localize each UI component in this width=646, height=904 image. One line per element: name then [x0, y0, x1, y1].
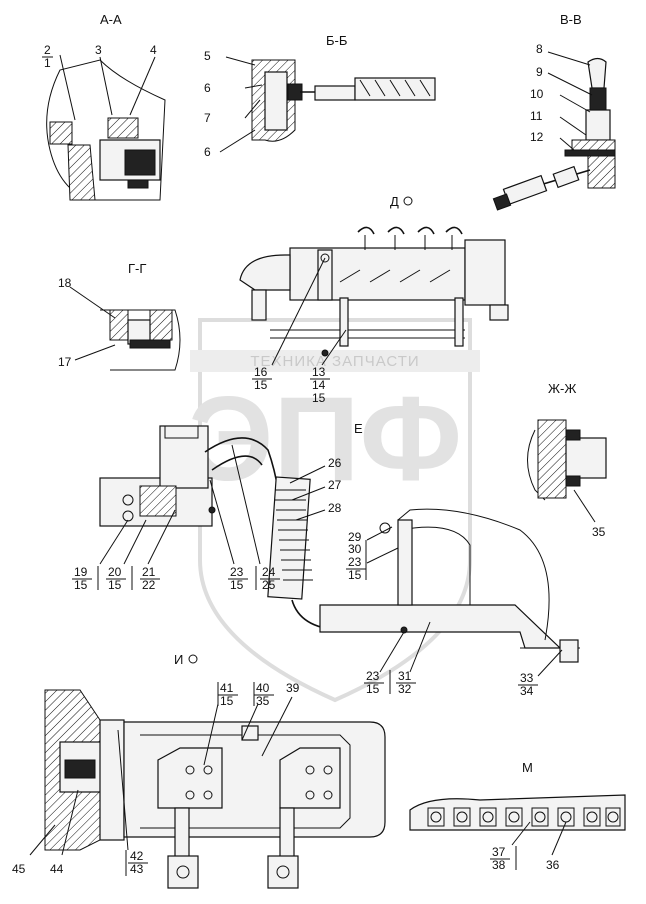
callout-16: 16	[254, 365, 268, 379]
view-title-zhzh: Ж-Ж	[548, 381, 576, 396]
callout-3: 3	[95, 43, 102, 57]
callout-42: 42	[130, 849, 144, 863]
callout-9: 9	[536, 65, 543, 79]
callout-12: 12	[530, 130, 544, 144]
callout-44: 44	[50, 862, 64, 876]
callout-25: 25	[262, 578, 276, 592]
callout-6-top: 6	[204, 81, 211, 95]
callout-17: 17	[58, 355, 72, 369]
view-vv: В-В 8 9 10 11 12	[492, 12, 616, 211]
callout-23-e1: 23	[348, 555, 362, 569]
callout-32: 32	[398, 682, 412, 696]
callout-45: 45	[12, 862, 26, 876]
callout-22: 22	[142, 578, 156, 592]
view-title-bb: Б-Б	[326, 33, 347, 48]
callout-36: 36	[546, 858, 560, 872]
view-m: М 37 38 36	[409, 760, 626, 872]
callout-15-i: 15	[220, 694, 234, 708]
callout-40: 40	[256, 681, 270, 695]
callout-41: 41	[220, 681, 234, 695]
callout-4: 4	[150, 43, 157, 57]
view-zhzh: Ж-Ж 35	[527, 381, 607, 539]
callout-14: 14	[312, 378, 326, 392]
callout-37: 37	[492, 845, 506, 859]
view-aa: А-А 2 1 3 4	[42, 12, 166, 201]
view-title-d: Д	[390, 194, 399, 209]
callout-28: 28	[328, 501, 342, 515]
view-e: Е	[72, 421, 580, 698]
view-title-gg: Г-Г	[128, 261, 146, 276]
callout-18: 18	[58, 276, 72, 290]
callout-19: 19	[74, 565, 88, 579]
callout-7: 7	[204, 111, 211, 125]
callout-1: 1	[44, 56, 51, 70]
view-title-e: Е	[354, 421, 363, 436]
callout-43: 43	[130, 862, 144, 876]
callout-31: 31	[398, 669, 412, 683]
view-title-m: М	[522, 760, 533, 775]
callout-35-i: 35	[256, 694, 270, 708]
callout-20: 20	[108, 565, 122, 579]
callout-15-d2: 15	[312, 391, 326, 405]
callout-8: 8	[536, 42, 543, 56]
callout-38: 38	[492, 858, 506, 872]
callout-39: 39	[286, 681, 300, 695]
callout-11: 11	[530, 109, 543, 123]
view-i: И 41 15	[12, 652, 386, 889]
callout-24: 24	[262, 565, 276, 579]
callout-23-e2: 23	[230, 565, 244, 579]
callout-26: 26	[328, 456, 342, 470]
view-title-vv: В-В	[560, 12, 582, 27]
callout-27: 27	[328, 478, 342, 492]
view-title-aa: А-А	[100, 12, 122, 27]
callout-30: 30	[348, 542, 362, 556]
callout-15-d1: 15	[254, 378, 268, 392]
callout-6-bottom: 6	[204, 145, 211, 159]
callout-15-e2: 15	[74, 578, 88, 592]
callout-34: 34	[520, 684, 534, 698]
callout-29: 29	[348, 530, 362, 544]
view-gg: Г-Г 18 17	[58, 261, 181, 371]
callout-15-e3: 15	[108, 578, 122, 592]
callout-33: 33	[520, 671, 534, 685]
view-d: Д 16 15 13 14 15	[239, 194, 509, 405]
callout-15-e5: 15	[366, 682, 380, 696]
watermark-slogan: ТЕХНИКА ЗАПЧАСТИ	[250, 353, 419, 370]
view-bb: Б-Б 5 6 7 6	[204, 33, 436, 159]
view-title-i: И	[174, 652, 183, 667]
callout-5: 5	[204, 49, 211, 63]
callout-2: 2	[44, 43, 51, 57]
callout-10: 10	[530, 87, 544, 101]
callout-13: 13	[312, 365, 326, 379]
callout-21: 21	[142, 565, 156, 579]
callout-23-e3: 23	[366, 669, 380, 683]
callout-15-e1: 15	[348, 568, 362, 582]
callout-15-e4: 15	[230, 578, 244, 592]
callout-35-zhzh: 35	[592, 525, 606, 539]
